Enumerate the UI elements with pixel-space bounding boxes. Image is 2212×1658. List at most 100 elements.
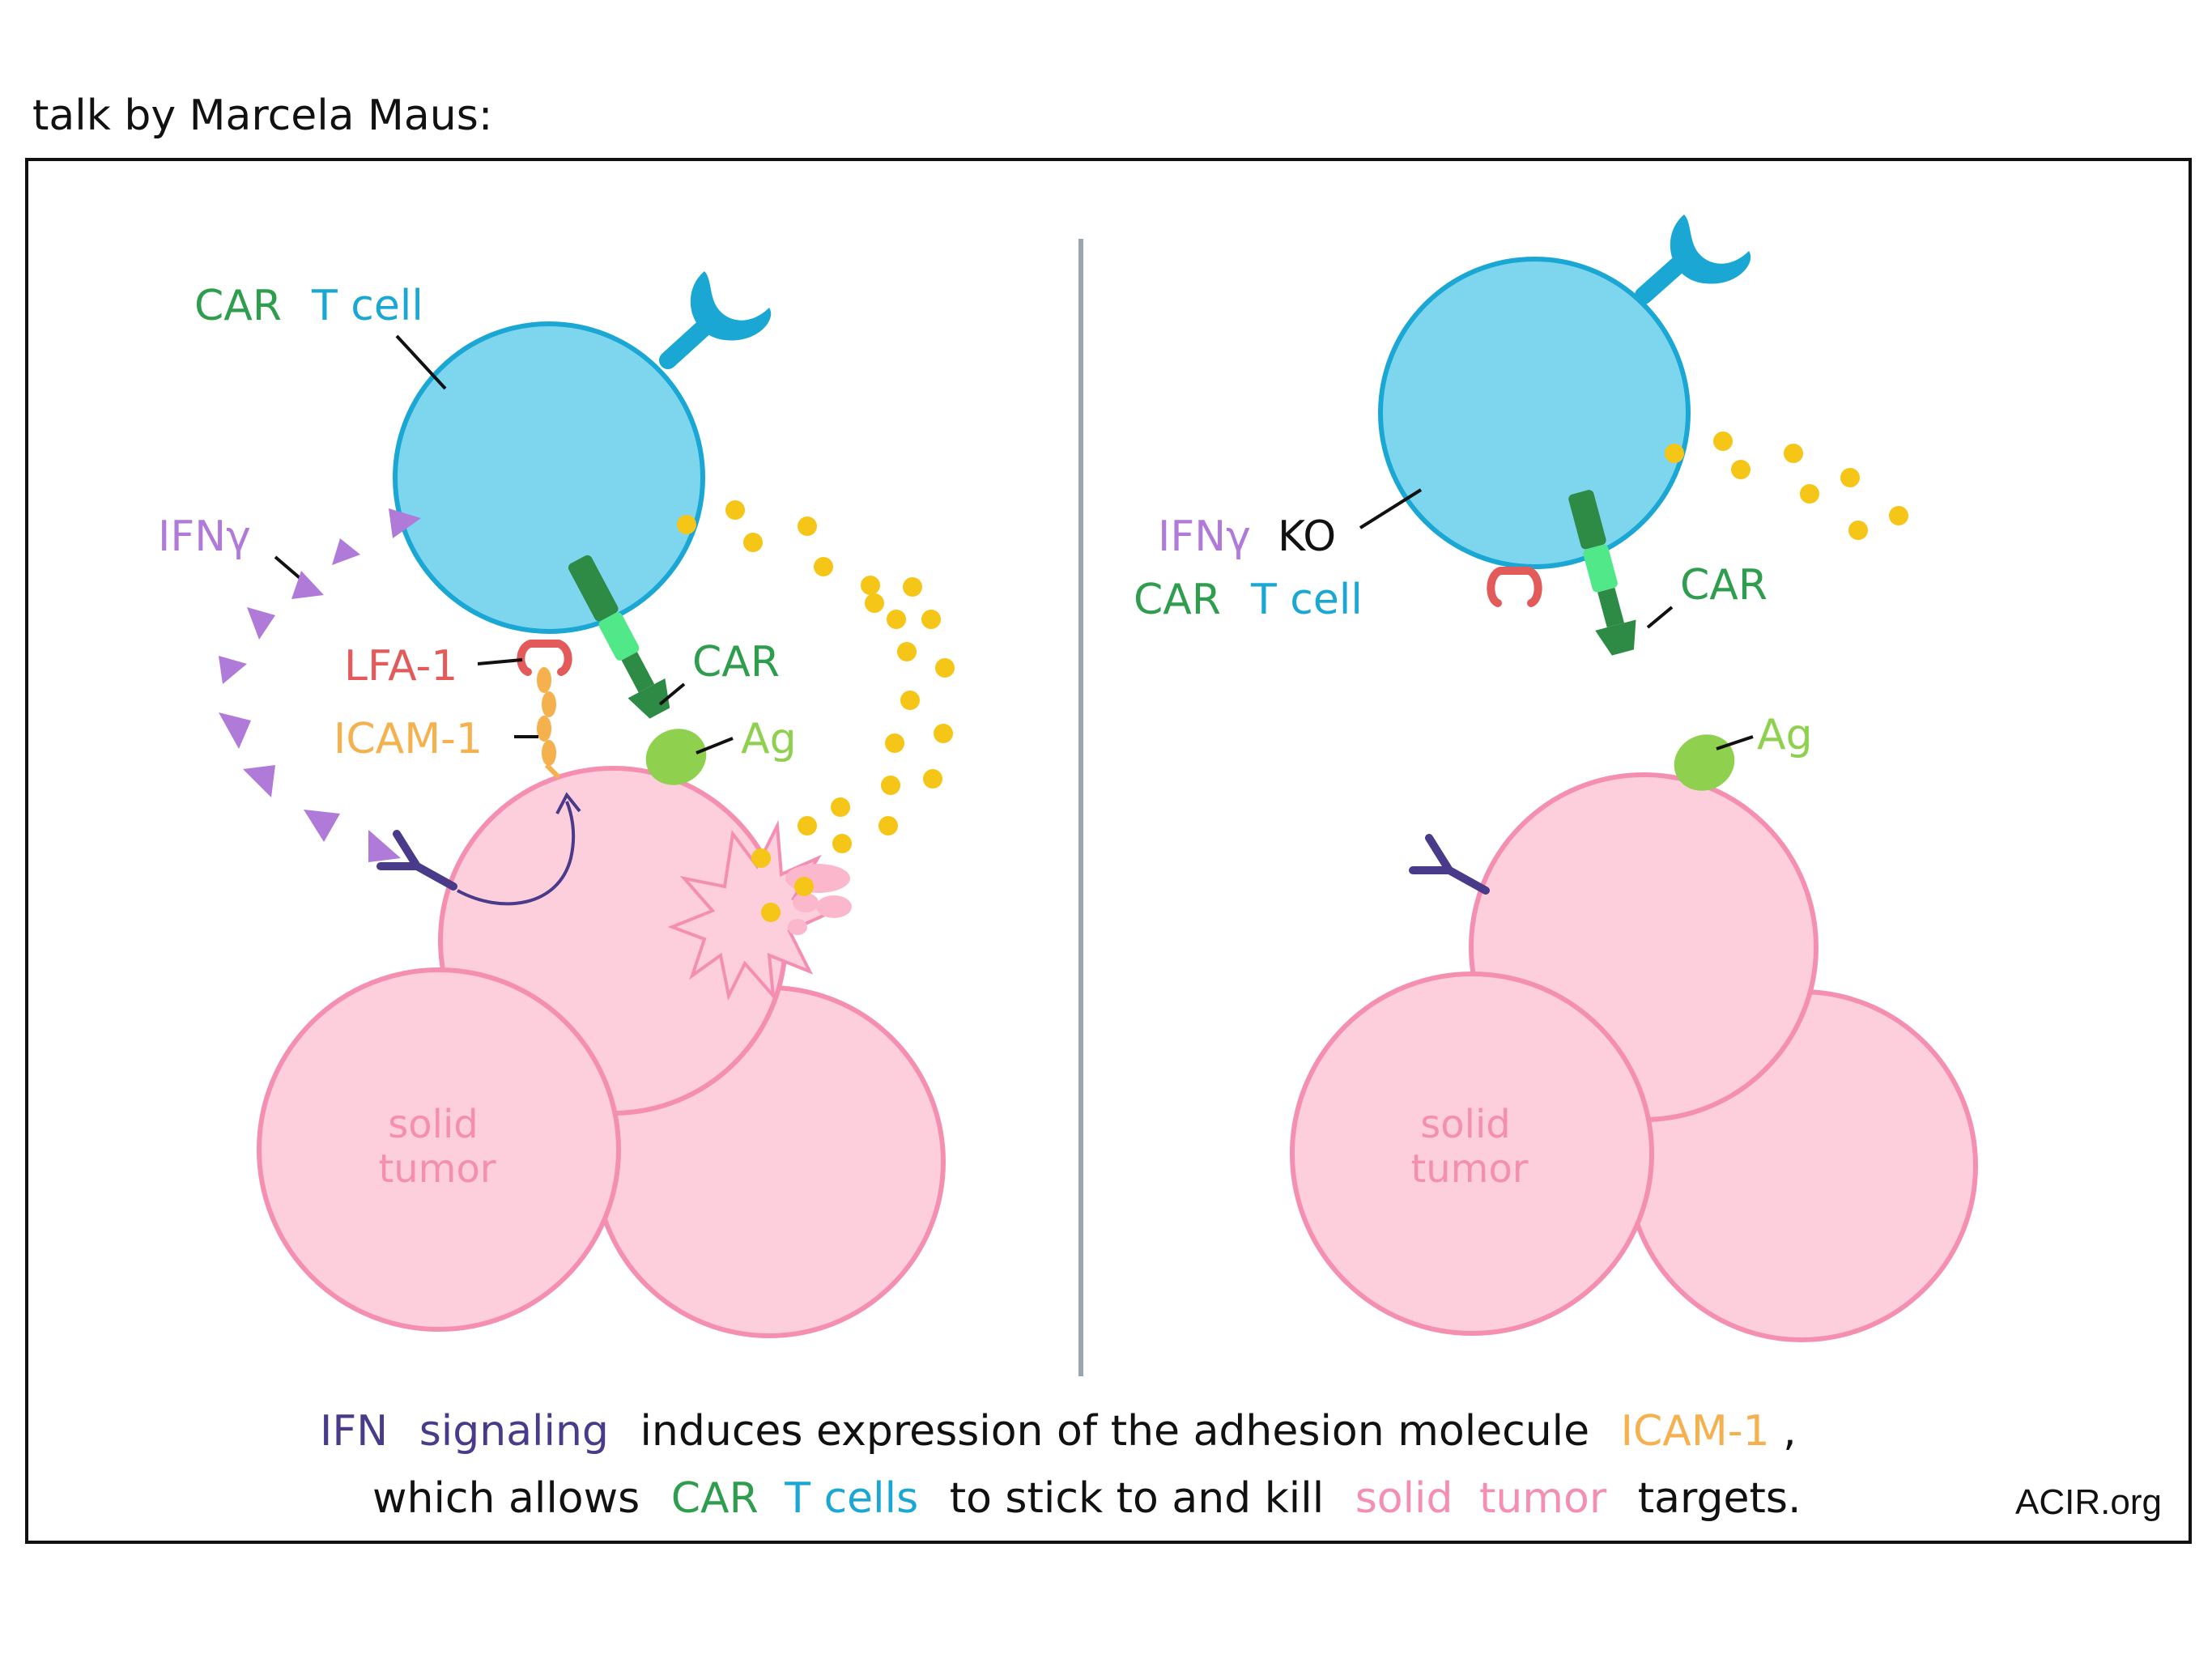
granule-dot — [832, 834, 852, 853]
t-cell-stalk — [1635, 254, 1689, 304]
ag-label: Ag — [741, 715, 797, 763]
granule-dot — [900, 691, 920, 710]
caption-line2: which allows CAR T cells to stick to and… — [372, 1474, 1802, 1523]
ag-leader-line — [696, 737, 734, 755]
debris-blob — [793, 893, 819, 912]
caption-line2-end: targets. — [1638, 1474, 1802, 1523]
granule-dot — [885, 733, 904, 753]
icam1-label: ICAM-1 — [334, 715, 483, 763]
icam-bead — [537, 667, 551, 693]
granule-dot — [1800, 484, 1819, 504]
killing-burst — [667, 819, 852, 1001]
ifn-particle — [389, 508, 421, 538]
ifn-particle — [243, 765, 275, 797]
granule-dot — [1848, 521, 1868, 540]
car-receptor — [1568, 490, 1636, 656]
cell-label-car: CAR — [194, 282, 282, 330]
granule-dot — [1731, 460, 1750, 479]
caption-line1: IFN signaling induces expression of the … — [320, 1407, 1797, 1456]
cell-leader-line — [395, 334, 447, 390]
tumor-cell-bottom-left — [257, 967, 621, 1332]
granule-dot — [1889, 506, 1908, 525]
ifn-particle — [332, 538, 360, 565]
ag-label: Ag — [1757, 711, 1813, 759]
car-t-cell: CAR T cell — [194, 271, 772, 634]
granule-dot — [1713, 432, 1733, 451]
header-title: talk by Marcela Maus: — [32, 91, 492, 140]
signaling-arrowhead — [555, 792, 581, 814]
granule-dot — [903, 577, 922, 597]
lfa1-receptor — [517, 640, 572, 676]
signaling-arrow — [457, 801, 576, 906]
acir-credit: ACIR.org — [2015, 1482, 2162, 1522]
granule-dot — [934, 724, 953, 743]
granule-dot — [881, 776, 900, 795]
car-label: CAR — [692, 638, 780, 687]
ag-leader-line — [1716, 735, 1754, 750]
granule-dot — [897, 642, 917, 661]
cell-label-tcell: T cell — [311, 282, 423, 330]
antigen-ag — [645, 729, 707, 785]
granule-dot — [935, 658, 955, 678]
granule-dot — [798, 816, 817, 835]
car-label: CAR — [1680, 561, 1767, 610]
car-leader-line — [658, 682, 686, 706]
granule-dot — [831, 797, 850, 817]
ifn-particle — [219, 712, 251, 749]
car-stalk — [1597, 587, 1625, 628]
granule-dot — [794, 877, 814, 896]
granule-dot — [923, 769, 942, 789]
lfa1-label: LFA-1 — [344, 642, 457, 691]
car-stalk — [621, 652, 655, 693]
debris-blob — [816, 895, 852, 918]
t-cell-receptor-cup — [1670, 215, 1751, 284]
ifn-particle — [304, 810, 340, 842]
granule-dot — [677, 515, 696, 534]
ifn-leader-line — [274, 555, 305, 583]
ifn-gamma-particles — [219, 508, 421, 862]
t-cell-body — [1378, 257, 1691, 569]
caption-signaling: signaling — [419, 1407, 609, 1456]
t-cell-body — [393, 321, 705, 634]
caption-icam: ICAM-1 — [1621, 1407, 1770, 1456]
granule-dot — [878, 816, 898, 835]
granule-dot — [814, 557, 833, 576]
car-leader-line — [1646, 606, 1674, 629]
granule-dot — [761, 903, 781, 922]
right-panel: solid tumor Ag CAR IFNγ KO CAR T cell — [1134, 215, 1978, 1342]
t-cell-receptor-cup — [690, 271, 772, 341]
caption-tumor: tumor — [1479, 1474, 1607, 1523]
ko-car-t-cell — [1378, 215, 1751, 569]
granule-dot — [921, 610, 941, 629]
icam-bead — [542, 740, 556, 766]
granule-dot — [1784, 444, 1803, 463]
car-receptor — [568, 555, 670, 719]
granule-dot — [865, 593, 884, 613]
right-tumor: solid tumor — [1290, 772, 1978, 1342]
lfa1-receptor — [1487, 567, 1542, 607]
car-head — [627, 678, 670, 719]
ifn-particle — [219, 656, 247, 684]
caption-line2-start: which allows — [372, 1474, 640, 1523]
debris-blob — [788, 919, 807, 935]
icam1-molecule — [537, 667, 561, 780]
cell-label-tcell: T cell — [1250, 576, 1363, 624]
ifn-receptor — [376, 830, 457, 891]
tumor-label-line1: solid — [388, 1102, 479, 1147]
icam-bead — [542, 691, 556, 717]
granule-dot — [751, 848, 771, 868]
car-head — [1595, 619, 1636, 656]
granule-dot — [861, 576, 880, 595]
ifn-gamma-label: IFNγ — [158, 512, 251, 561]
ifn-receptor — [1409, 834, 1490, 895]
lfa-leader-line — [477, 658, 523, 665]
tumor-cell-bottom-left — [1290, 971, 1654, 1336]
granule-dot — [725, 500, 745, 520]
left-panel: solid tumor Ag CAR T cell — [158, 271, 955, 1338]
cell-label-car: CAR — [1134, 576, 1221, 624]
cytotoxic-granules — [677, 500, 955, 922]
ifn-particle — [368, 830, 401, 862]
caption-solid: solid — [1355, 1474, 1453, 1523]
caption-line2-mid: to stick to and kill — [950, 1474, 1324, 1523]
ko-label: KO — [1278, 512, 1336, 561]
